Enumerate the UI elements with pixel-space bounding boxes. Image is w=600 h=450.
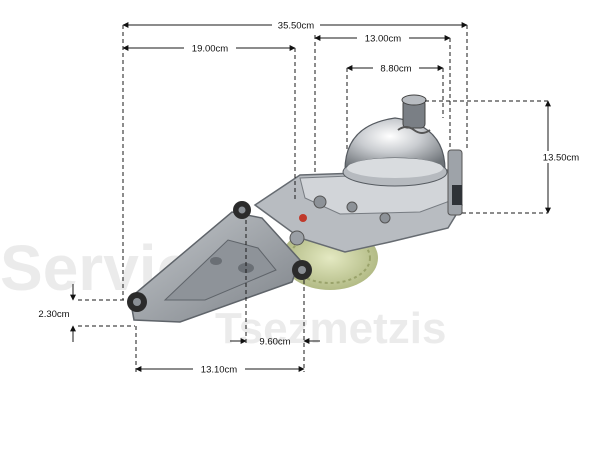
label-base-length: 13.10cm — [201, 365, 238, 376]
motor-assembly — [127, 94, 463, 323]
label-overall-length: 35.50cm — [278, 21, 315, 32]
motor-dome — [344, 117, 446, 171]
label-dome-width: 8.80cm — [380, 64, 411, 75]
label-arm-length: 19.00cm — [192, 44, 229, 55]
spring-top — [397, 94, 431, 134]
watermark-line2: Tsezmetzis — [215, 304, 447, 353]
dimension-labels: 35.50cm 19.00cm 13.00cm 8.80cm 13.50cm 2… — [38, 19, 588, 376]
label-foot-height: 2.30cm — [38, 309, 69, 320]
label-hub-offset: 9.60cm — [259, 337, 290, 348]
label-height: 13.50cm — [543, 153, 580, 164]
label-housing-width: 13.00cm — [365, 34, 402, 45]
